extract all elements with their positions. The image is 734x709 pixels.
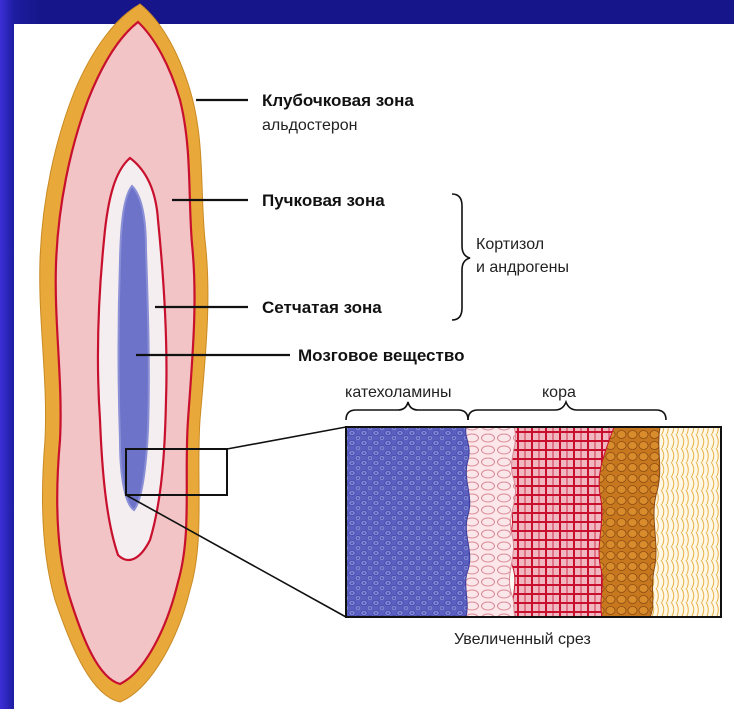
label-aldosterone: альдостерон (262, 117, 357, 134)
label-glomerulosa: Клубочковая зона (262, 91, 414, 110)
section-fasciculata (507, 427, 614, 617)
enlarged-section (346, 427, 721, 617)
label-fasciculata: Пучковая зона (262, 191, 385, 210)
zoom-line-top (227, 427, 346, 449)
section-medulla (346, 427, 470, 617)
label-cortex: кора (542, 384, 576, 401)
label-enlarged-section: Увеличенный срез (454, 631, 591, 648)
catecholamines-brace (346, 402, 468, 420)
label-medulla: Мозговое вещество (298, 346, 464, 365)
section-glomerulosa (596, 427, 660, 617)
cortex-brace (468, 402, 666, 420)
cortisol-brace (452, 194, 470, 320)
label-cortisol: Кортизол (476, 236, 544, 253)
medulla-zone (119, 186, 149, 510)
label-reticularis: Сетчатая зона (262, 298, 382, 317)
label-catecholamines: катехоламины (345, 384, 451, 401)
label-androgens: и андрогены (476, 259, 569, 276)
section-reticularis (466, 427, 516, 617)
